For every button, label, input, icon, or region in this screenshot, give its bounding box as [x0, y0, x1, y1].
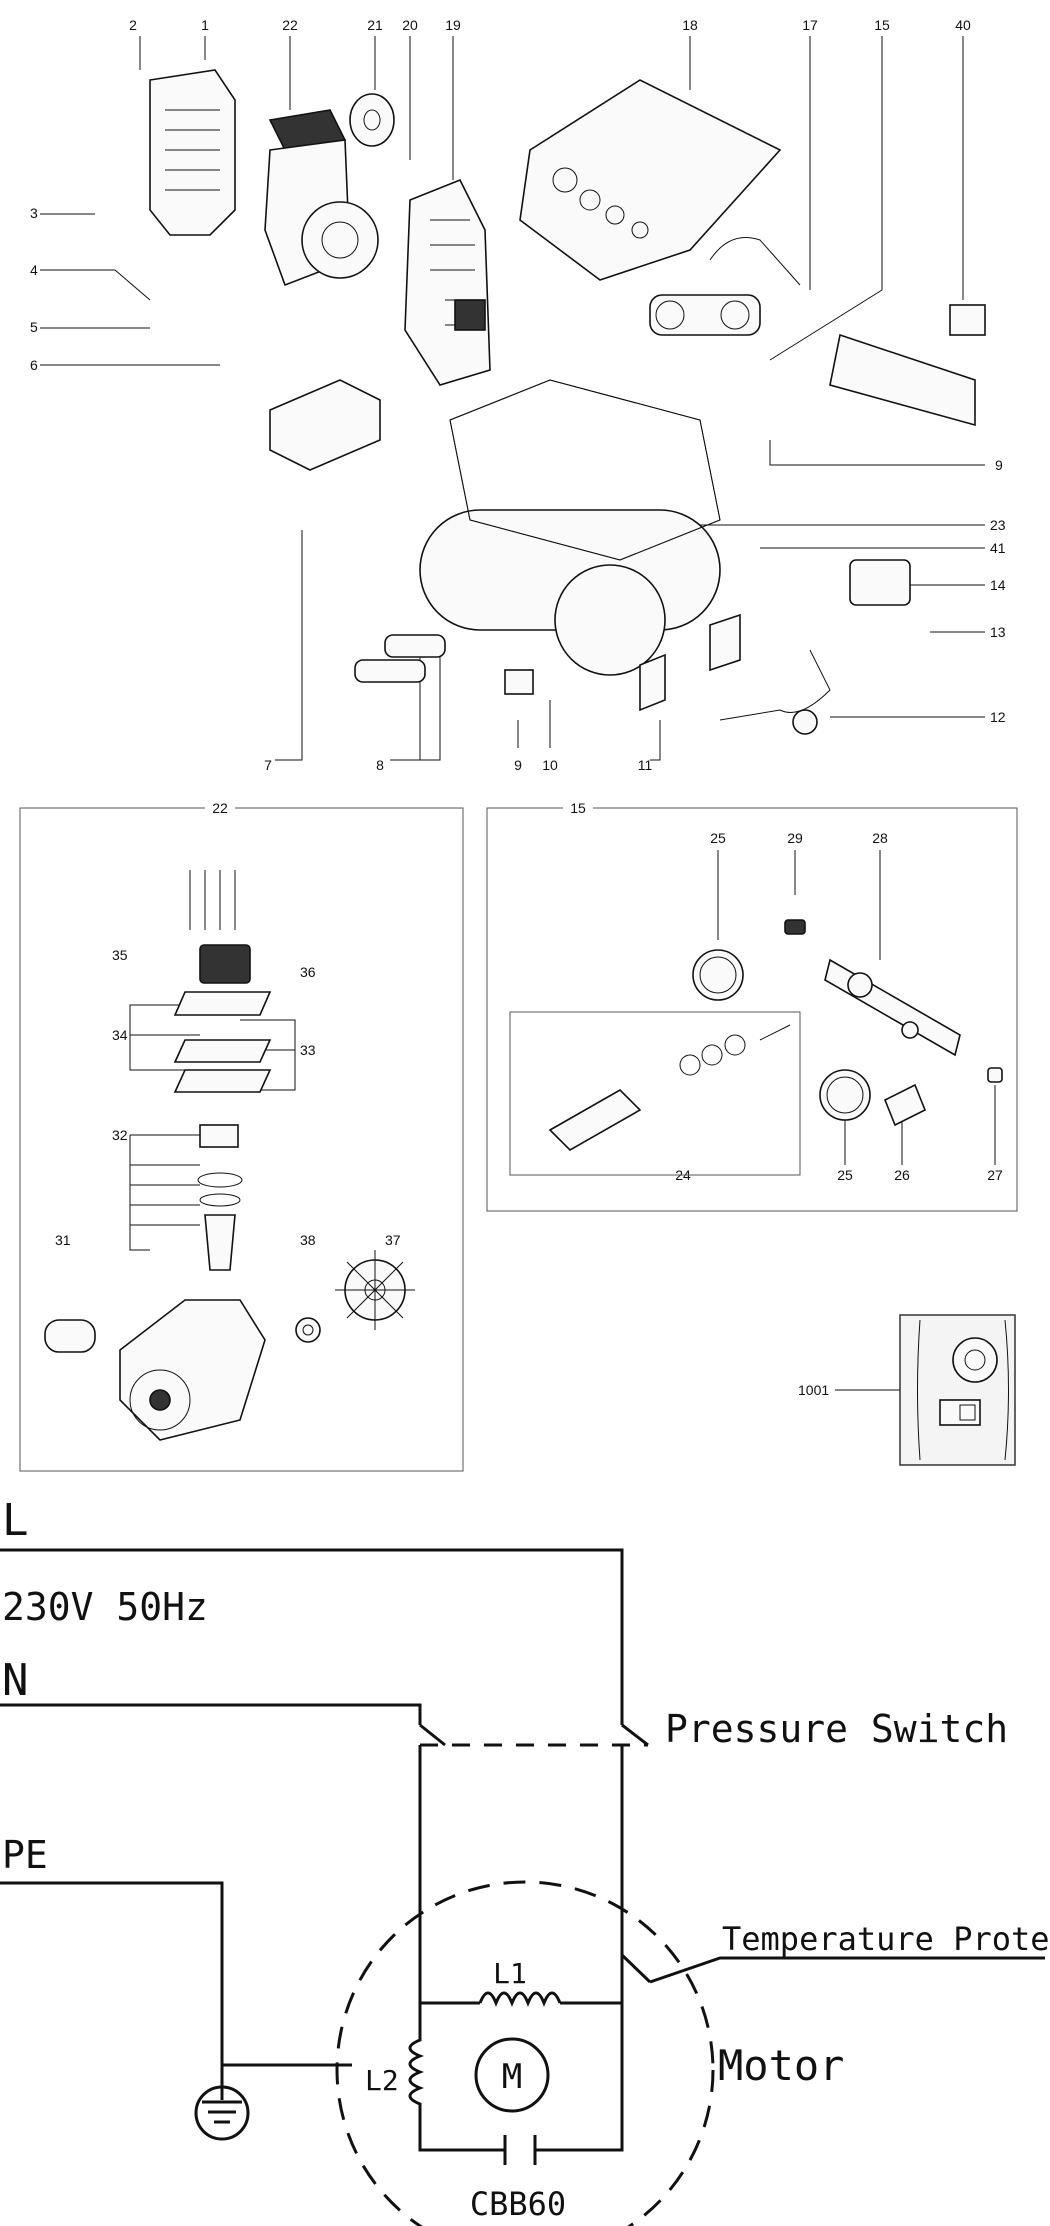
nut-27-detail [987, 1067, 1003, 1083]
detail-22-box: 22 35 36 34 33 32 31 38 37 [19, 800, 464, 1472]
callout-32: 32 [112, 1127, 128, 1143]
pressure-switch-symbol: Pressure Switch [418, 1707, 1008, 1958]
callout-31: 31 [55, 1232, 71, 1248]
detail-22-title: 22 [212, 800, 228, 816]
callout-34: 34 [112, 1027, 128, 1043]
winding-l1-label: L1 [493, 1957, 527, 1990]
detail-15-box: 15 25 29 28 24 25 26 27 [486, 800, 1018, 1212]
cylinder-head-detail [173, 870, 272, 1271]
l1-winding [478, 1991, 562, 2008]
callout-33: 33 [300, 1042, 316, 1058]
callout-25-bottom: 25 [837, 1167, 853, 1183]
callout-20: 20 [402, 17, 418, 33]
callout-35: 35 [112, 947, 128, 963]
fan-cover-part [149, 69, 236, 236]
pump-head-part [264, 109, 379, 287]
air-filter-part [349, 93, 395, 147]
temperature-protector-leader [620, 1953, 1045, 1984]
callout-9-right: 9 [995, 457, 1003, 473]
callout-25-top: 25 [710, 830, 726, 846]
regulator-24-detail [548, 1024, 791, 1151]
line-wire [0, 1548, 624, 1725]
callout-41: 41 [990, 540, 1006, 556]
callout-36: 36 [300, 964, 316, 980]
callout-3: 3 [30, 205, 38, 221]
callout-4: 4 [30, 262, 38, 278]
supply-label: 230V 50Hz [2, 1585, 208, 1629]
line-label: L [2, 1495, 29, 1546]
callout-12: 12 [990, 709, 1006, 725]
guard-plate-part [829, 333, 976, 427]
capacitor-label: CBB60 [470, 2185, 566, 2223]
callout-5: 5 [30, 319, 38, 335]
callout-23: 23 [990, 517, 1006, 533]
l2-capacitor-loop [408, 2003, 624, 2152]
callout-26: 26 [894, 1167, 910, 1183]
pressure-switch-label: Pressure Switch [665, 1707, 1008, 1751]
callout-6: 6 [30, 357, 38, 373]
capacitor-symbol [503, 2135, 537, 2165]
power-cord-part [719, 649, 831, 735]
callout-10: 10 [542, 757, 558, 773]
motor-symbol-label: M [502, 2057, 522, 2097]
panel-plate-part [519, 79, 782, 281]
winding-l2-label: L2 [365, 2064, 399, 2097]
tank-frame-part [419, 379, 721, 676]
detail-1001: 1001 [798, 1314, 1016, 1466]
valve-block-part [649, 294, 761, 336]
neutral-label: N [2, 1655, 29, 1706]
fan-37-detail [335, 1250, 415, 1330]
crankcase-detail [119, 1299, 266, 1441]
callout-37: 37 [385, 1232, 401, 1248]
earth-label: PE [2, 1833, 48, 1877]
temperature-protector-label: Temperature Protector [722, 1920, 1050, 1958]
capacitor-31-detail [44, 1319, 96, 1353]
callout-27: 27 [987, 1167, 1003, 1183]
callout-8: 8 [376, 757, 384, 773]
callout-29: 29 [787, 830, 803, 846]
callout-15: 15 [874, 17, 890, 33]
motor-housing [335, 1880, 715, 2226]
callout-17: 17 [802, 17, 818, 33]
callout-14: 14 [990, 577, 1006, 593]
neutral-wire [0, 1703, 422, 1725]
callout-1001: 1001 [798, 1382, 829, 1398]
motor-label: Motor [718, 2041, 844, 2090]
callout-7: 7 [264, 757, 272, 773]
coupling-26-detail [883, 1083, 927, 1127]
bearing-38-detail [295, 1317, 321, 1343]
bracket-part [269, 379, 381, 471]
callout-18: 18 [682, 17, 698, 33]
callout-28: 28 [872, 830, 888, 846]
sticker-40-part [949, 304, 986, 336]
callout-19: 19 [445, 17, 461, 33]
callout-38: 38 [300, 1232, 316, 1248]
ground-icon [194, 2085, 250, 2141]
motor-symbol-circle [474, 2037, 550, 2113]
callout-1: 1 [201, 17, 209, 33]
callout-13: 13 [990, 624, 1006, 640]
shroud-part [404, 178, 491, 386]
manifold-28-detail [824, 958, 961, 1057]
valve-29-detail [784, 919, 806, 935]
gauge-25-top-detail [692, 949, 744, 1001]
gauge-25-bottom-detail [819, 1069, 871, 1121]
earth-wire [0, 1881, 224, 2100]
callout-2: 2 [129, 17, 137, 33]
callout-21: 21 [367, 17, 383, 33]
callout-22: 22 [282, 17, 298, 33]
foot-parts [354, 613, 741, 712]
hose-part [709, 237, 801, 286]
wiring-diagram: L 230V 50Hz N Pressure Switch PE M L1 L2 [0, 1495, 1050, 2226]
detail-15-title: 15 [570, 800, 586, 816]
callout-9-bottom: 9 [514, 757, 522, 773]
callout-11: 11 [638, 757, 653, 773]
exploded-view: 2 1 22 21 20 19 18 17 15 40 3 4 5 6 9 23… [30, 17, 1006, 773]
callout-40: 40 [955, 17, 971, 33]
pressure-switch-part [849, 559, 911, 606]
